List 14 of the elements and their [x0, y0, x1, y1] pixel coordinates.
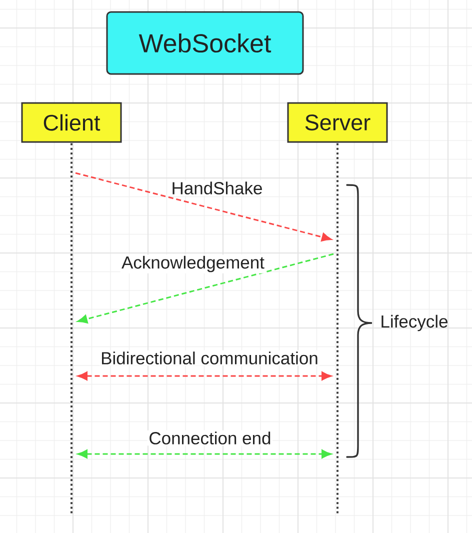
lifeline — [336, 143, 338, 516]
edge-label: HandShake — [170, 180, 264, 196]
heading-box: WebSocket — [106, 11, 304, 75]
edge-label: Connection end — [148, 430, 272, 446]
arrow — [78, 450, 332, 458]
arrow — [78, 372, 332, 380]
edge-label: Acknowledgement — [120, 254, 266, 274]
participant-box: Server — [287, 102, 388, 143]
lifeline — [70, 143, 72, 516]
edge-label: Bidirectional communication — [99, 350, 320, 366]
brace-label: Lifecycle — [382, 314, 448, 332]
arrow — [75, 172, 332, 242]
participant-box: Client — [21, 102, 122, 143]
arrow — [77, 253, 334, 324]
